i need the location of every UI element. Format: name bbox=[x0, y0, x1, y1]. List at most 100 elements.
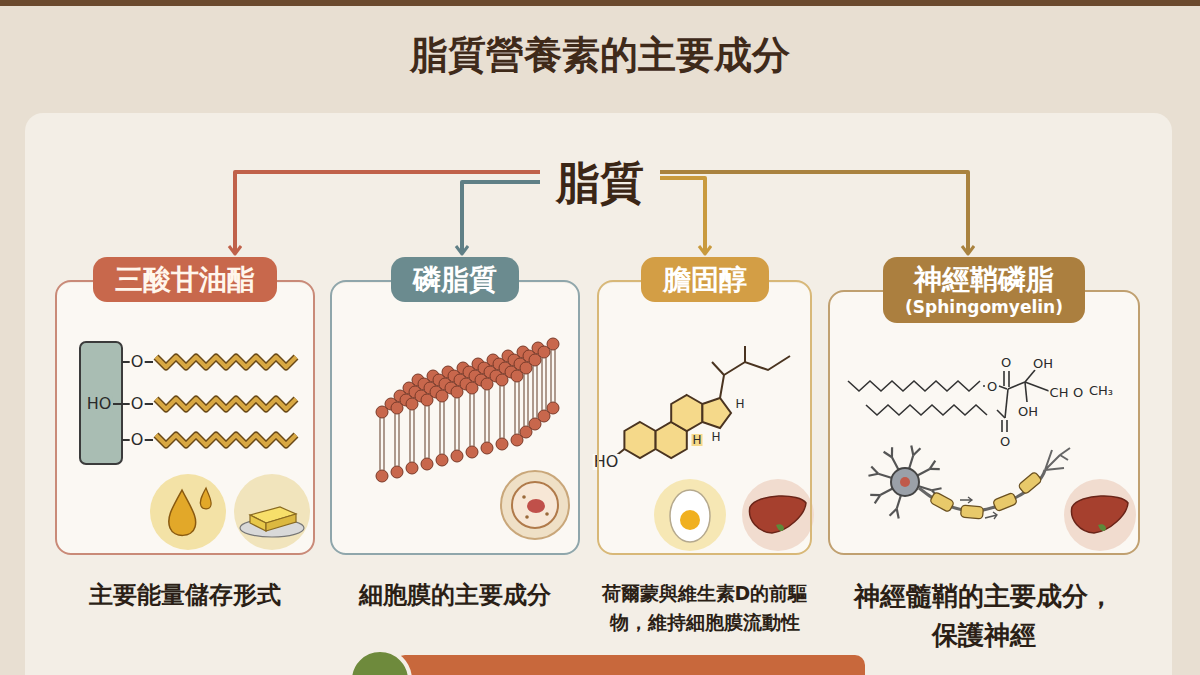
drawing-circle bbox=[234, 474, 310, 550]
card-frame bbox=[597, 280, 812, 556]
drawing-circle bbox=[406, 398, 418, 410]
drawing-line bbox=[545, 358, 546, 410]
drawing-circle bbox=[1064, 479, 1136, 551]
chem-atom-label: O bbox=[130, 354, 145, 370]
drawing-line bbox=[1025, 382, 1049, 391]
bottom-bar bbox=[395, 655, 865, 675]
drawing-circle bbox=[451, 450, 463, 462]
drawing-line bbox=[997, 410, 1005, 418]
drawing-circle bbox=[501, 471, 569, 539]
card-frame bbox=[55, 280, 315, 556]
chem-atom-label: OH bbox=[1032, 357, 1054, 370]
card-heading: 神經鞘磷脂 bbox=[905, 262, 1063, 297]
card-caption: 荷爾蒙與維生素D的前驅 物，維持細胞膜流動性 bbox=[591, 579, 819, 636]
drawing-line bbox=[488, 390, 489, 442]
content-panel bbox=[25, 113, 1172, 675]
drawing-path bbox=[750, 496, 806, 533]
category-card: 三酸甘油酯主要能量儲存形式 bbox=[55, 257, 315, 613]
drawing-line bbox=[890, 509, 897, 516]
top-strip bbox=[0, 0, 1200, 6]
drawing-circle bbox=[421, 458, 433, 470]
drawing-line bbox=[744, 346, 746, 362]
drawing-path bbox=[200, 488, 211, 509]
drawing-circle bbox=[891, 468, 919, 496]
drawing-line bbox=[144, 403, 153, 405]
frame-ground bbox=[597, 283, 812, 555]
drawing-line bbox=[554, 350, 555, 402]
drawing-line bbox=[930, 461, 936, 469]
drawing-circle bbox=[391, 402, 403, 414]
drawing-circle bbox=[466, 446, 478, 458]
drawing-circle bbox=[436, 454, 448, 466]
drawing-circle bbox=[451, 386, 463, 398]
drawing-line bbox=[503, 386, 504, 438]
frame-ground bbox=[330, 283, 580, 555]
drawing-path bbox=[776, 524, 784, 531]
egg-icon bbox=[654, 479, 726, 551]
drawing-circle bbox=[512, 482, 558, 528]
drawing-ellipse bbox=[527, 499, 545, 513]
drawing-g bbox=[868, 445, 941, 518]
drawing-circle bbox=[654, 479, 726, 551]
drawing-polygon bbox=[266, 514, 296, 531]
butter-icon bbox=[234, 474, 310, 550]
drawing-circle bbox=[680, 510, 700, 530]
root-topic: 脂質 bbox=[540, 150, 660, 217]
drawing-line bbox=[484, 390, 485, 442]
drawing-g bbox=[929, 471, 1042, 519]
drawing-line bbox=[1008, 371, 1010, 387]
drawing-polyline bbox=[720, 356, 790, 398]
card-heading: 磷脂質 bbox=[413, 262, 497, 297]
card-frame bbox=[828, 290, 1140, 555]
branch-arrow bbox=[660, 178, 705, 254]
drawing-circle bbox=[496, 438, 508, 450]
cholesterol-structure bbox=[617, 346, 790, 458]
drawing-line bbox=[523, 374, 524, 426]
drawing-circle bbox=[522, 495, 526, 499]
drawing-line bbox=[443, 402, 444, 454]
drawing-line bbox=[550, 350, 551, 402]
drawing-line bbox=[1001, 420, 1003, 432]
drawing-polygon bbox=[624, 422, 655, 458]
drawing-circle bbox=[511, 370, 523, 382]
drawing-line bbox=[398, 414, 399, 466]
drawing-circle bbox=[391, 466, 403, 478]
neuron-drawing bbox=[868, 445, 1070, 519]
chem-atom-label: O bbox=[999, 435, 1011, 448]
frame-ground bbox=[828, 292, 1140, 555]
heading-pill: 神經鞘磷脂(Sphingomyelin) bbox=[883, 257, 1085, 323]
oil-icon bbox=[150, 474, 226, 550]
drawing-ellipse bbox=[670, 490, 710, 542]
drawing-line bbox=[144, 361, 153, 363]
drawing-circle bbox=[421, 394, 433, 406]
drawing-circle bbox=[466, 382, 478, 394]
drawing-line bbox=[383, 418, 384, 470]
drawing-line bbox=[897, 509, 899, 519]
drawing-line bbox=[1006, 420, 1008, 432]
drawing-line bbox=[999, 386, 1007, 389]
drawing-g bbox=[848, 381, 987, 415]
drawing-line bbox=[379, 418, 380, 470]
cell-icon bbox=[501, 471, 569, 539]
chem-atom-label: O bbox=[986, 380, 998, 393]
drawing-line bbox=[1005, 389, 1008, 418]
bottom-icon bbox=[350, 650, 410, 675]
drawing-g bbox=[960, 497, 997, 519]
drawing-line bbox=[394, 414, 395, 466]
card-caption: 細胞膜的主要成分 bbox=[330, 577, 580, 613]
drawing-circle bbox=[481, 378, 493, 390]
drawing-line bbox=[518, 382, 519, 434]
drawing-path bbox=[156, 399, 296, 409]
drawing-line bbox=[983, 385, 985, 387]
drawing-circle bbox=[436, 390, 448, 402]
drawing-path bbox=[156, 357, 296, 367]
drawing-circle bbox=[376, 470, 388, 482]
heading-pill: 磷脂質 bbox=[391, 257, 519, 302]
chem-atom-label: O bbox=[1072, 386, 1084, 399]
drawing-line bbox=[458, 398, 459, 450]
branch-arrow bbox=[462, 182, 540, 254]
